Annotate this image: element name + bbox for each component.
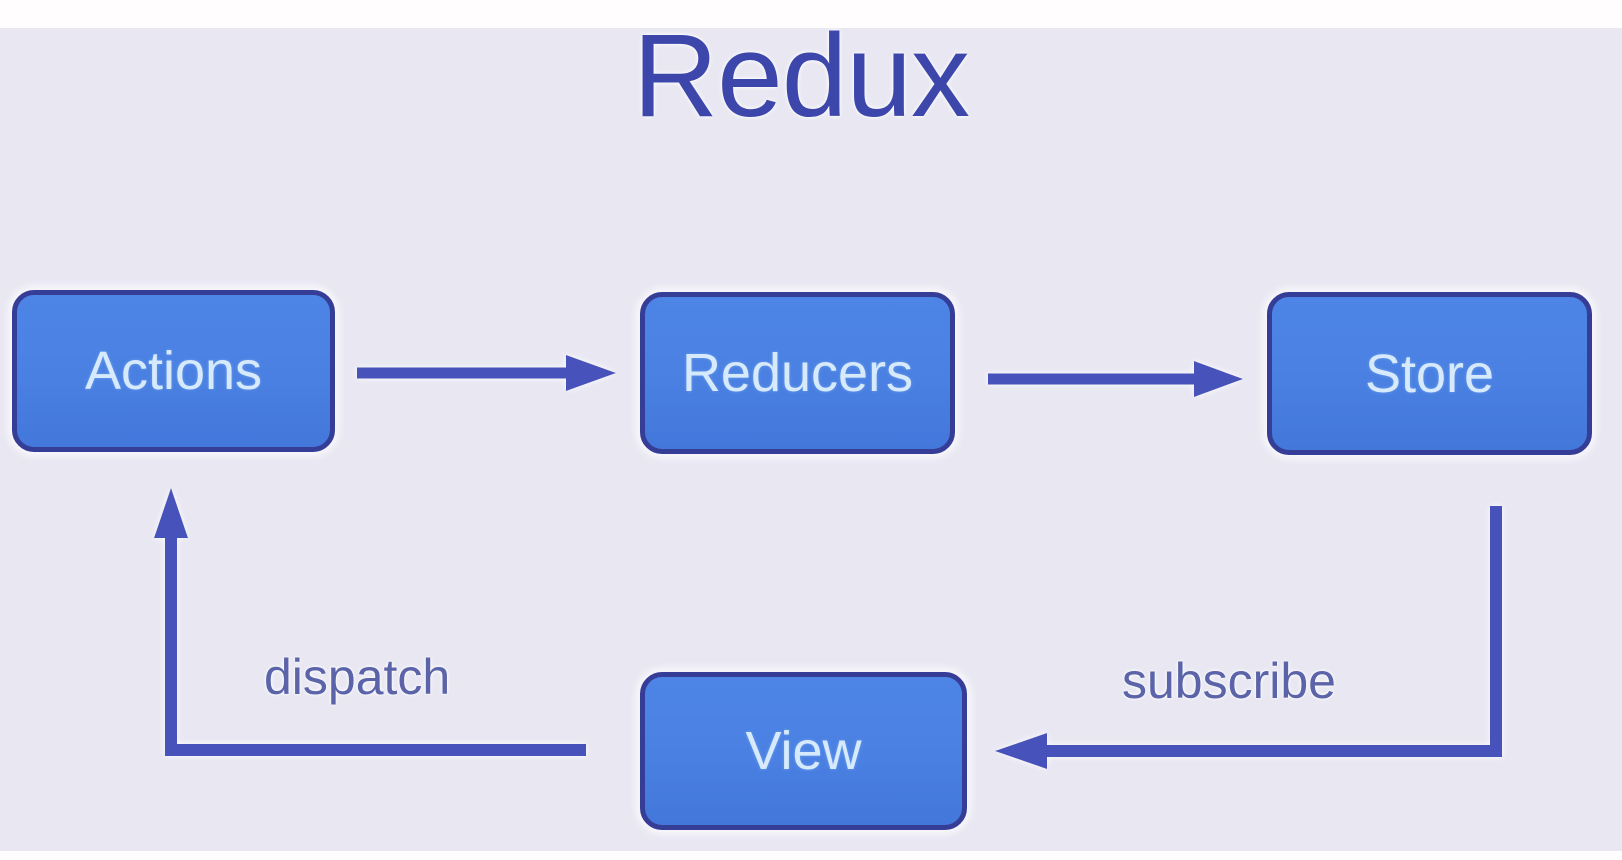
top-white-strip <box>0 0 1622 28</box>
node-store: Store <box>1267 292 1592 455</box>
node-store-label: Store <box>1364 343 1495 404</box>
arrow-reducers-to-store <box>988 361 1243 397</box>
edge-label-subscribe: subscribe <box>1122 653 1336 709</box>
bottom-white-strip <box>0 851 1622 860</box>
node-view-label: View <box>745 721 862 781</box>
diagram-title: Redux <box>632 10 970 142</box>
node-reducers: Reducers <box>640 292 955 454</box>
node-actions: Actions <box>12 290 335 452</box>
edge-label-dispatch: dispatch <box>264 649 451 705</box>
node-actions-label: Actions <box>84 341 263 401</box>
arrow-actions-to-reducers <box>357 355 616 391</box>
node-reducers-label: Reducers <box>681 343 914 403</box>
arrow-store-to-view-subscribe <box>995 506 1502 769</box>
node-view: View <box>640 672 967 830</box>
arrow-view-to-actions-dispatch <box>154 488 586 756</box>
